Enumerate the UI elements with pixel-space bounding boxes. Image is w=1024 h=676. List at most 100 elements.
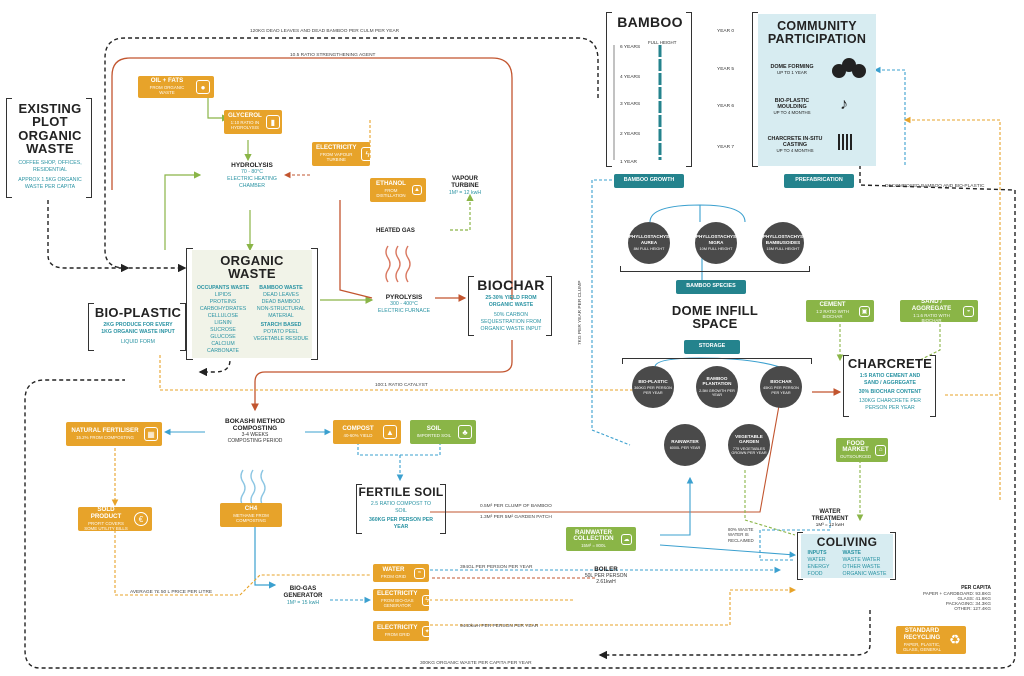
biochar-sub-5: ORGANIC WASTE INPUT [480, 326, 542, 333]
community-item-bioplastic-title: BIO-PLASTIC [774, 98, 810, 104]
community-item-bioplastic: BIO-PLASTIC MOULDING UP TO 4 MONTHS [762, 98, 822, 115]
dome-title-1: DOME INFILL [671, 303, 759, 318]
prefabrication-label: PREFABRICATION [784, 174, 854, 188]
existing-sub-1: COFFEE SHOP, OFFICES, [18, 160, 82, 166]
flow-treatment-blue [759, 520, 831, 561]
existing-title-2: PLOT [32, 114, 68, 130]
organic-starch-item: VEGETABLE RESIDUE [253, 335, 309, 342]
flow-vapour-turbine [450, 193, 474, 231]
vapour-title-2: TURBINE [451, 181, 479, 189]
biogas-sub: 1M³ = 15 kwH [286, 599, 320, 606]
community-title-1: COMMUNITY [777, 19, 857, 33]
water-treat-title-1: WATER [819, 509, 841, 515]
fertile-sub-1: 2.5 RATIO COMPOST TO [370, 501, 432, 508]
heated-gas-label: HEATED GAS [376, 228, 415, 234]
food-title-1: FOOD [846, 439, 865, 447]
flow-label-organic-capita: 300KG ORGANIC WASTE PER CAPITA PER YEAR [420, 661, 532, 666]
ch4-title: CH4 [244, 505, 258, 513]
species-nigra-s: 10M FULL HEIGHT [699, 247, 733, 251]
flow-label-clump: 7KG PER YEAR PER CLUMP [578, 280, 583, 345]
water-grid-sub: FROM GRID [380, 573, 407, 579]
flow-coliving-loop [24, 190, 1016, 669]
tap-icon: ≈ [414, 567, 425, 579]
coliving-input-energy: ENERGY [807, 564, 830, 571]
rain-sub: 15M³ = 800L [581, 543, 606, 549]
flow-sand [919, 324, 941, 361]
elec-bio-sub: FROM BIO-GAS GENERATOR [381, 598, 414, 609]
existing-sub-2: RESIDENTIAL [32, 167, 67, 174]
flow-red-down [251, 340, 513, 412]
community-title: COMMUNITY PARTICIPATION [760, 20, 874, 46]
existing-sub-3: APPROX 1.5KG ORGANIC [18, 177, 82, 184]
lightning-icon: ϟ [360, 147, 375, 161]
coliving-input-water: WATER [807, 557, 826, 564]
pyrolysis-title: PYROLYSIS [385, 294, 423, 301]
pyrolysis-sub-1: 300 - 400°C [390, 301, 418, 307]
boiler-sub-2: 2.61kwH [596, 579, 616, 585]
soil-title: SOIL [426, 424, 442, 432]
existing-title-4: WASTE [26, 140, 74, 156]
organic-occupants-item: GLUCOSE [210, 333, 236, 340]
bamboo-year-2: 2 YEARS [620, 132, 641, 137]
existing-title-1: EXISTING [18, 101, 82, 116]
biochar-title: BIOCHAR [477, 277, 545, 293]
organic-col3-head: STARCH BASED [260, 321, 302, 328]
water-treat-title-2: TREATMENT [811, 515, 849, 522]
bamboo-growth-label: BAMBOO GROWTH [614, 174, 684, 188]
charcrete-sub-4: 130KG CHARCRETE PER [859, 398, 921, 405]
flow-existing-to-bioplastic [47, 200, 130, 273]
storage-label: STORAGE [684, 340, 740, 354]
prefab-text: PREFABRICATION [795, 177, 843, 184]
storage-rainwater-t: RAINWATER [671, 439, 699, 445]
flow-recycling-right [903, 116, 1001, 500]
organic-title-1: ORGANIC [220, 253, 284, 268]
community-item-dome-sub: UP TO 1 YEAR [777, 70, 807, 75]
oil-title: OIL + FATS [150, 77, 184, 85]
flow-rain-coliving [659, 544, 797, 558]
storage-bamboo: BAMBOO PLANTATION 2-5M GROWTH PER YEAR [696, 366, 738, 408]
per-capita-glass: GLASS: 41.6KG [957, 596, 991, 601]
elec-top-title: ELECTRICITY [316, 144, 357, 152]
coliving-title: COLIVING [816, 535, 878, 549]
boiler-box: BOILER 50L PER PERSON 2.61kwH [576, 566, 636, 585]
species-bamb-t1: PHYLLOSTACHYS [762, 234, 804, 240]
per-capita-other: OTHER: 127.4KG [954, 606, 991, 611]
species-bamb-s: 15M FULL HEIGHT [766, 247, 800, 251]
dome-title: DOME INFILL SPACE [660, 304, 770, 331]
organic-occupants-item: CARBOHYDRATES [199, 305, 247, 312]
coliving-box: COLIVING INPUTS WATER ENERGY FOOD WASTE … [801, 534, 893, 578]
mould-icon: ♪ [840, 96, 848, 113]
flow-red-top [111, 57, 513, 300]
organic-occupants-item: SUCROSE [210, 326, 236, 333]
community-item-charcrete-title: CHARCRETE IN-SITU [767, 136, 823, 142]
food-sub: OUTSOURCED [840, 454, 872, 460]
organic-occupants-item: LIPIDS [214, 291, 232, 298]
community-item-charcrete-title-2: CASTING [782, 142, 808, 148]
species-label-text: BAMBOO SPECIES [686, 283, 736, 290]
biogas-title-2: GENERATOR [283, 591, 323, 599]
cloud-icon: ☁ [621, 533, 632, 545]
organic-occupants-item: CELLULOSE [207, 312, 239, 319]
flow-organic-to-hydro [164, 171, 202, 250]
glycerol-title: GLYCEROL [228, 112, 262, 120]
hydrolysis-sub-1: 70 - 80°C [241, 169, 263, 175]
fertile-soil-box: FERTILE SOIL 2.5 RATIO COMPOST TO SOIL 3… [358, 486, 444, 531]
flask-icon: ▲ [412, 185, 422, 195]
community-item-dome: DOME FORMING UP TO 1 YEAR [762, 64, 822, 75]
flow-bamboo-clump [430, 399, 781, 513]
mound-icon: ▲ [383, 425, 397, 439]
storage-bioplastic: BIO-PLASTIC 360KG PER PERSON PER YEAR [632, 366, 674, 408]
species-bamb-t2: BAMBUSOIDES [765, 239, 801, 245]
bokashi-title-1: BOKASHI METHOD [225, 418, 285, 425]
storage-veg-t: VEGETABLE GARDEN [735, 434, 763, 445]
species-nigra-t1: PHYLLOSTACHYS [695, 234, 737, 240]
